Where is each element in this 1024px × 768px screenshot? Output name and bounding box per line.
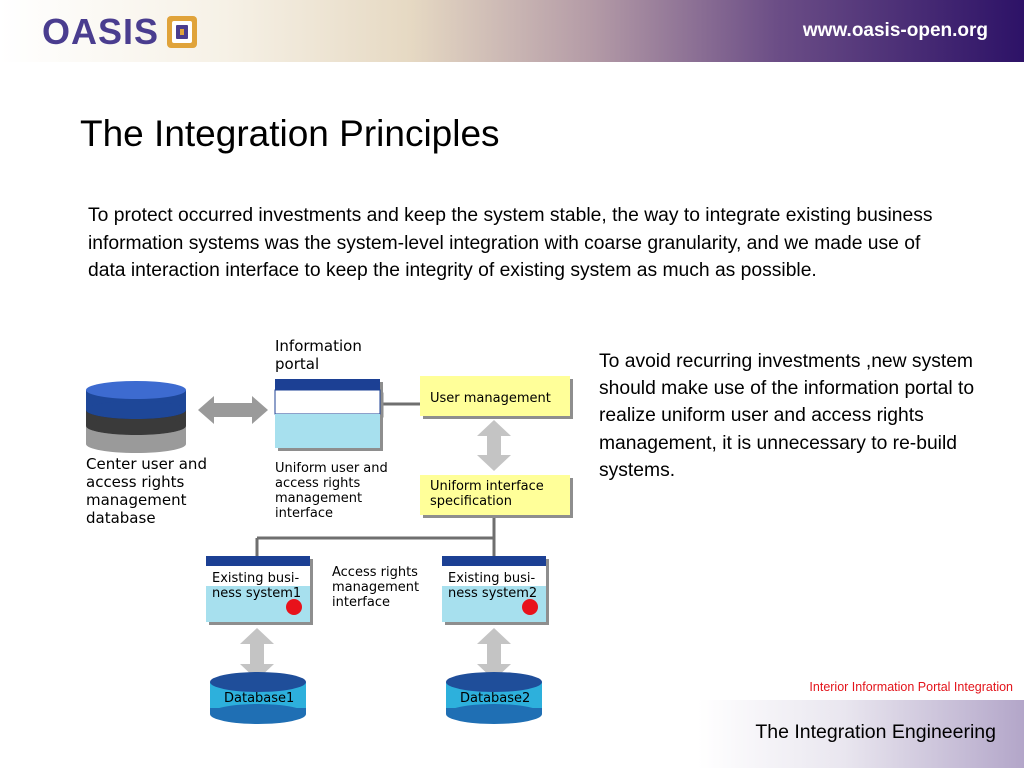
slide-title: The Integration Principles (80, 113, 500, 154)
database2-label: Database2 (460, 691, 530, 706)
information-portal-window (274, 379, 381, 448)
double-arrow-vertical-icon (477, 420, 511, 471)
system1-line-1: Existing busi- (212, 571, 300, 586)
uniform-spec-line-1: Uniform interface (430, 479, 544, 494)
uniform-user-label-line-2: access rights (275, 476, 360, 491)
system1-line-2: ness system1 (212, 586, 301, 601)
portal-label-line-1: Information (275, 337, 362, 355)
status-dot-2 (522, 599, 538, 615)
double-arrow-horizontal-icon (198, 396, 268, 424)
slide-footer: The Integration Engineering (698, 700, 1024, 768)
user-management-label: User management (430, 391, 551, 406)
status-dot-1 (286, 599, 302, 615)
uniform-spec-line-2: specification (430, 494, 512, 509)
side-paragraph: To avoid recurring investments ,new syst… (599, 351, 975, 481)
uniform-user-label-line-4: interface (275, 506, 333, 521)
database1-label: Database1 (224, 691, 294, 706)
footnote: Interior Information Portal Integration (809, 680, 1013, 694)
oasis-mark-icon (167, 16, 198, 48)
center-db-label-line-4: database (86, 509, 156, 527)
header-url[interactable]: www.oasis-open.org (802, 20, 988, 41)
system2-line-1: Existing busi- (448, 571, 536, 586)
uniform-user-label-line-1: Uniform user and (275, 461, 388, 476)
intro-paragraph: To protect occurred investments and keep… (88, 205, 933, 281)
center-database-icon (86, 381, 186, 453)
existing-system-2-window: Existing busi- ness system2 (442, 556, 546, 622)
double-arrow-db1-icon (240, 628, 274, 680)
center-db-label-line-2: access rights (86, 473, 185, 491)
oasis-logo: OASIS (42, 11, 198, 52)
uniform-user-label-line-3: management (275, 491, 362, 506)
user-management-box: User management (420, 376, 570, 416)
double-arrow-db2-icon (477, 628, 511, 680)
center-db-label-line-3: management (86, 491, 187, 509)
footer-title: The Integration Engineering (755, 721, 996, 743)
uniform-spec-box: Uniform interface specification (420, 475, 570, 515)
database1-icon: Database1 (210, 672, 306, 724)
existing-system-1-window: Existing busi- ness system1 (206, 556, 310, 622)
database2-icon: Database2 (446, 672, 542, 724)
access-label-line-3: interface (332, 595, 390, 610)
access-label-line-1: Access rights (332, 565, 418, 580)
slide-header: OASIS www.oasis-open.org (0, 0, 1024, 62)
access-label-line-2: management (332, 580, 419, 595)
logo-text: OASIS (42, 11, 160, 52)
system2-line-2: ness system2 (448, 586, 537, 601)
portal-label-line-2: portal (275, 355, 319, 373)
center-db-label-line-1: Center user and (86, 455, 207, 473)
